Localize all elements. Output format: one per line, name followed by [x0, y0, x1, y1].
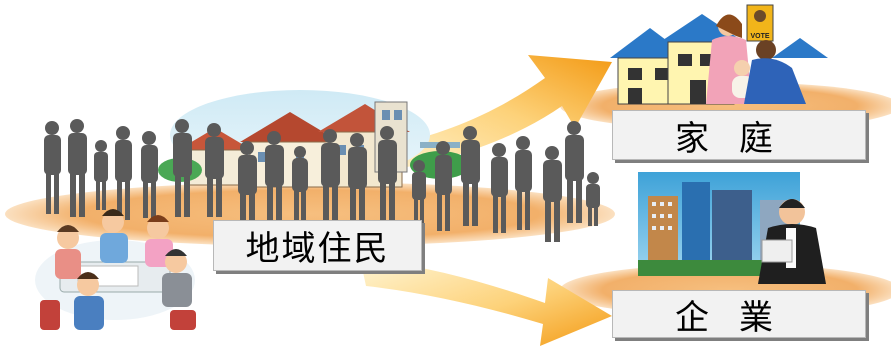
label-business: 企業: [612, 290, 866, 338]
label-business-text: 企業: [675, 297, 803, 338]
label-residents: 地域住民: [213, 220, 422, 271]
label-residents-text: 地域住民: [245, 229, 390, 269]
meeting-group-illustration: [35, 209, 196, 330]
label-home-text: 家庭: [675, 118, 803, 159]
label-home: 家庭: [612, 110, 866, 160]
business-illustration: [638, 172, 826, 284]
arrow-to-business-icon: [360, 258, 612, 346]
family-illustration: VOTE: [610, 4, 828, 105]
vote-sign: VOTE: [750, 33, 769, 40]
crowd-silhouettes: [44, 119, 600, 242]
